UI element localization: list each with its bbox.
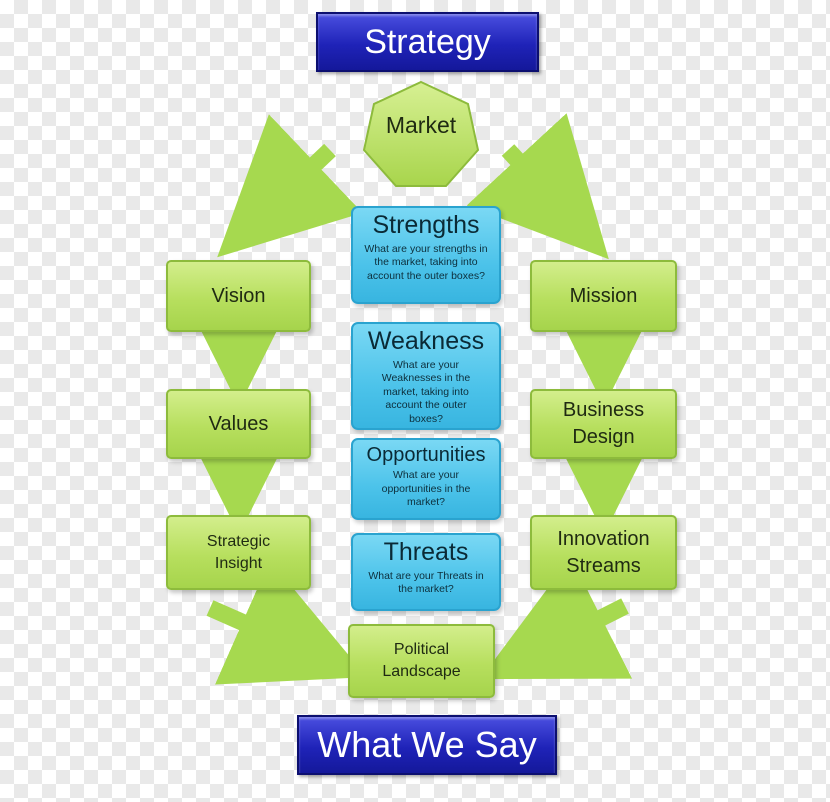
political-landscape-box: Political Landscape (348, 624, 495, 698)
strategic-insight-box: Strategic Insight (166, 515, 311, 590)
opportunities-heading: Opportunities (366, 444, 486, 466)
values-box: Values (166, 389, 311, 459)
vision-box: Vision (166, 260, 311, 332)
market-heptagon (362, 80, 480, 187)
threats-question: What are your Threats in the market? (368, 569, 484, 596)
strengths-question: What are your strengths in the market, t… (364, 242, 488, 282)
business-design-label: Business Design (562, 399, 645, 448)
mission-box: Mission (530, 260, 677, 332)
threats-heading: Threats (383, 538, 469, 566)
weakness-heading: Weakness (367, 327, 485, 355)
innovation-streams-label: Innovation Streams (557, 527, 650, 577)
swot-strengths-box: Strengths What are your strengths in the… (351, 206, 501, 304)
strategic-insight-label: Strategic Insight (206, 532, 271, 572)
business-design-box: Business Design (530, 389, 677, 459)
market-label: Market (385, 112, 457, 138)
weakness-question: What are your Weaknesses in the market, … (381, 358, 471, 426)
swot-opportunities-box: Opportunities What are your opportunitie… (351, 438, 501, 520)
arrow-insight-to-political (206, 560, 367, 685)
strengths-heading: Strengths (372, 211, 480, 239)
opportunities-question: What are your opportunities in the marke… (381, 469, 471, 509)
what-we-say-title-text: What We Say (317, 724, 537, 765)
arrow-innovation-to-political (480, 557, 633, 680)
mission-label: Mission (569, 284, 638, 307)
values-label: Values (208, 412, 269, 435)
strategy-title: Strategy (316, 12, 539, 72)
swot-weakness-box: Weakness What are your Weaknesses in the… (351, 322, 501, 430)
arrow-market-to-vision (217, 114, 363, 258)
strategy-title-text: Strategy (364, 22, 491, 61)
innovation-streams-box: Innovation Streams (530, 515, 677, 590)
swot-threats-box: Threats What are your Threats in the mar… (351, 533, 501, 611)
arrow-market-to-mission (466, 113, 609, 260)
what-we-say-title: What We Say (297, 715, 557, 775)
political-landscape-label: Political Landscape (382, 641, 461, 680)
vision-label: Vision (211, 284, 266, 307)
